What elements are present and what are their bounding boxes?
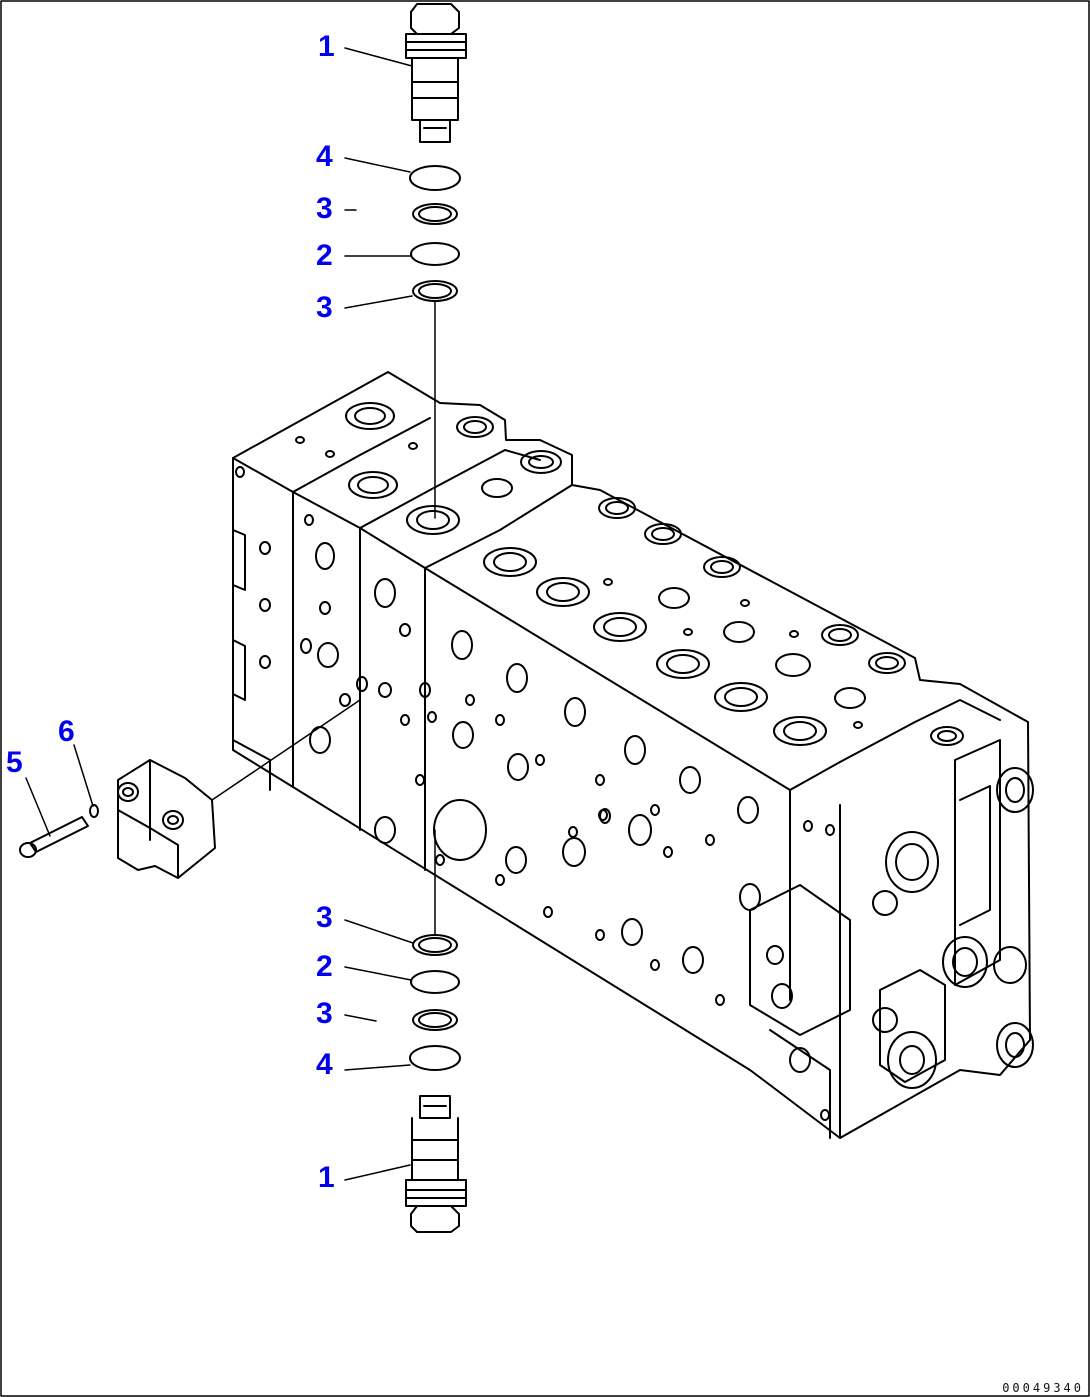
front-face-holes [235,466,1034,1121]
callout-2-bottom: 2 [316,950,333,983]
callout-2-top: 2 [316,239,333,272]
seal-rings-bottom [409,934,461,1071]
callout-1-bottom: 1 [318,1161,335,1194]
callout-4-bottom: 4 [316,1048,333,1081]
valve-cartridge-bottom [405,1095,467,1233]
callout-3-bottom-b: 3 [316,997,333,1030]
side-cover [117,699,361,879]
valve-cartridge-top [405,3,467,143]
bolt-and-washer [19,804,99,858]
drawing-number: 00049340 [1002,1381,1084,1395]
seal-rings-top [409,165,461,302]
callout-5: 5 [6,746,23,779]
callout-6: 6 [58,715,75,748]
leader-lines [25,47,414,1181]
callout-3-bottom-a: 3 [316,901,333,934]
callout-1-top: 1 [318,30,335,63]
callout-3-top-b: 3 [316,291,333,324]
control-valve-body [232,371,1031,1139]
top-face-ports [295,402,964,746]
callout-4-top: 4 [316,140,333,173]
callout-3-top-a: 3 [316,192,333,225]
